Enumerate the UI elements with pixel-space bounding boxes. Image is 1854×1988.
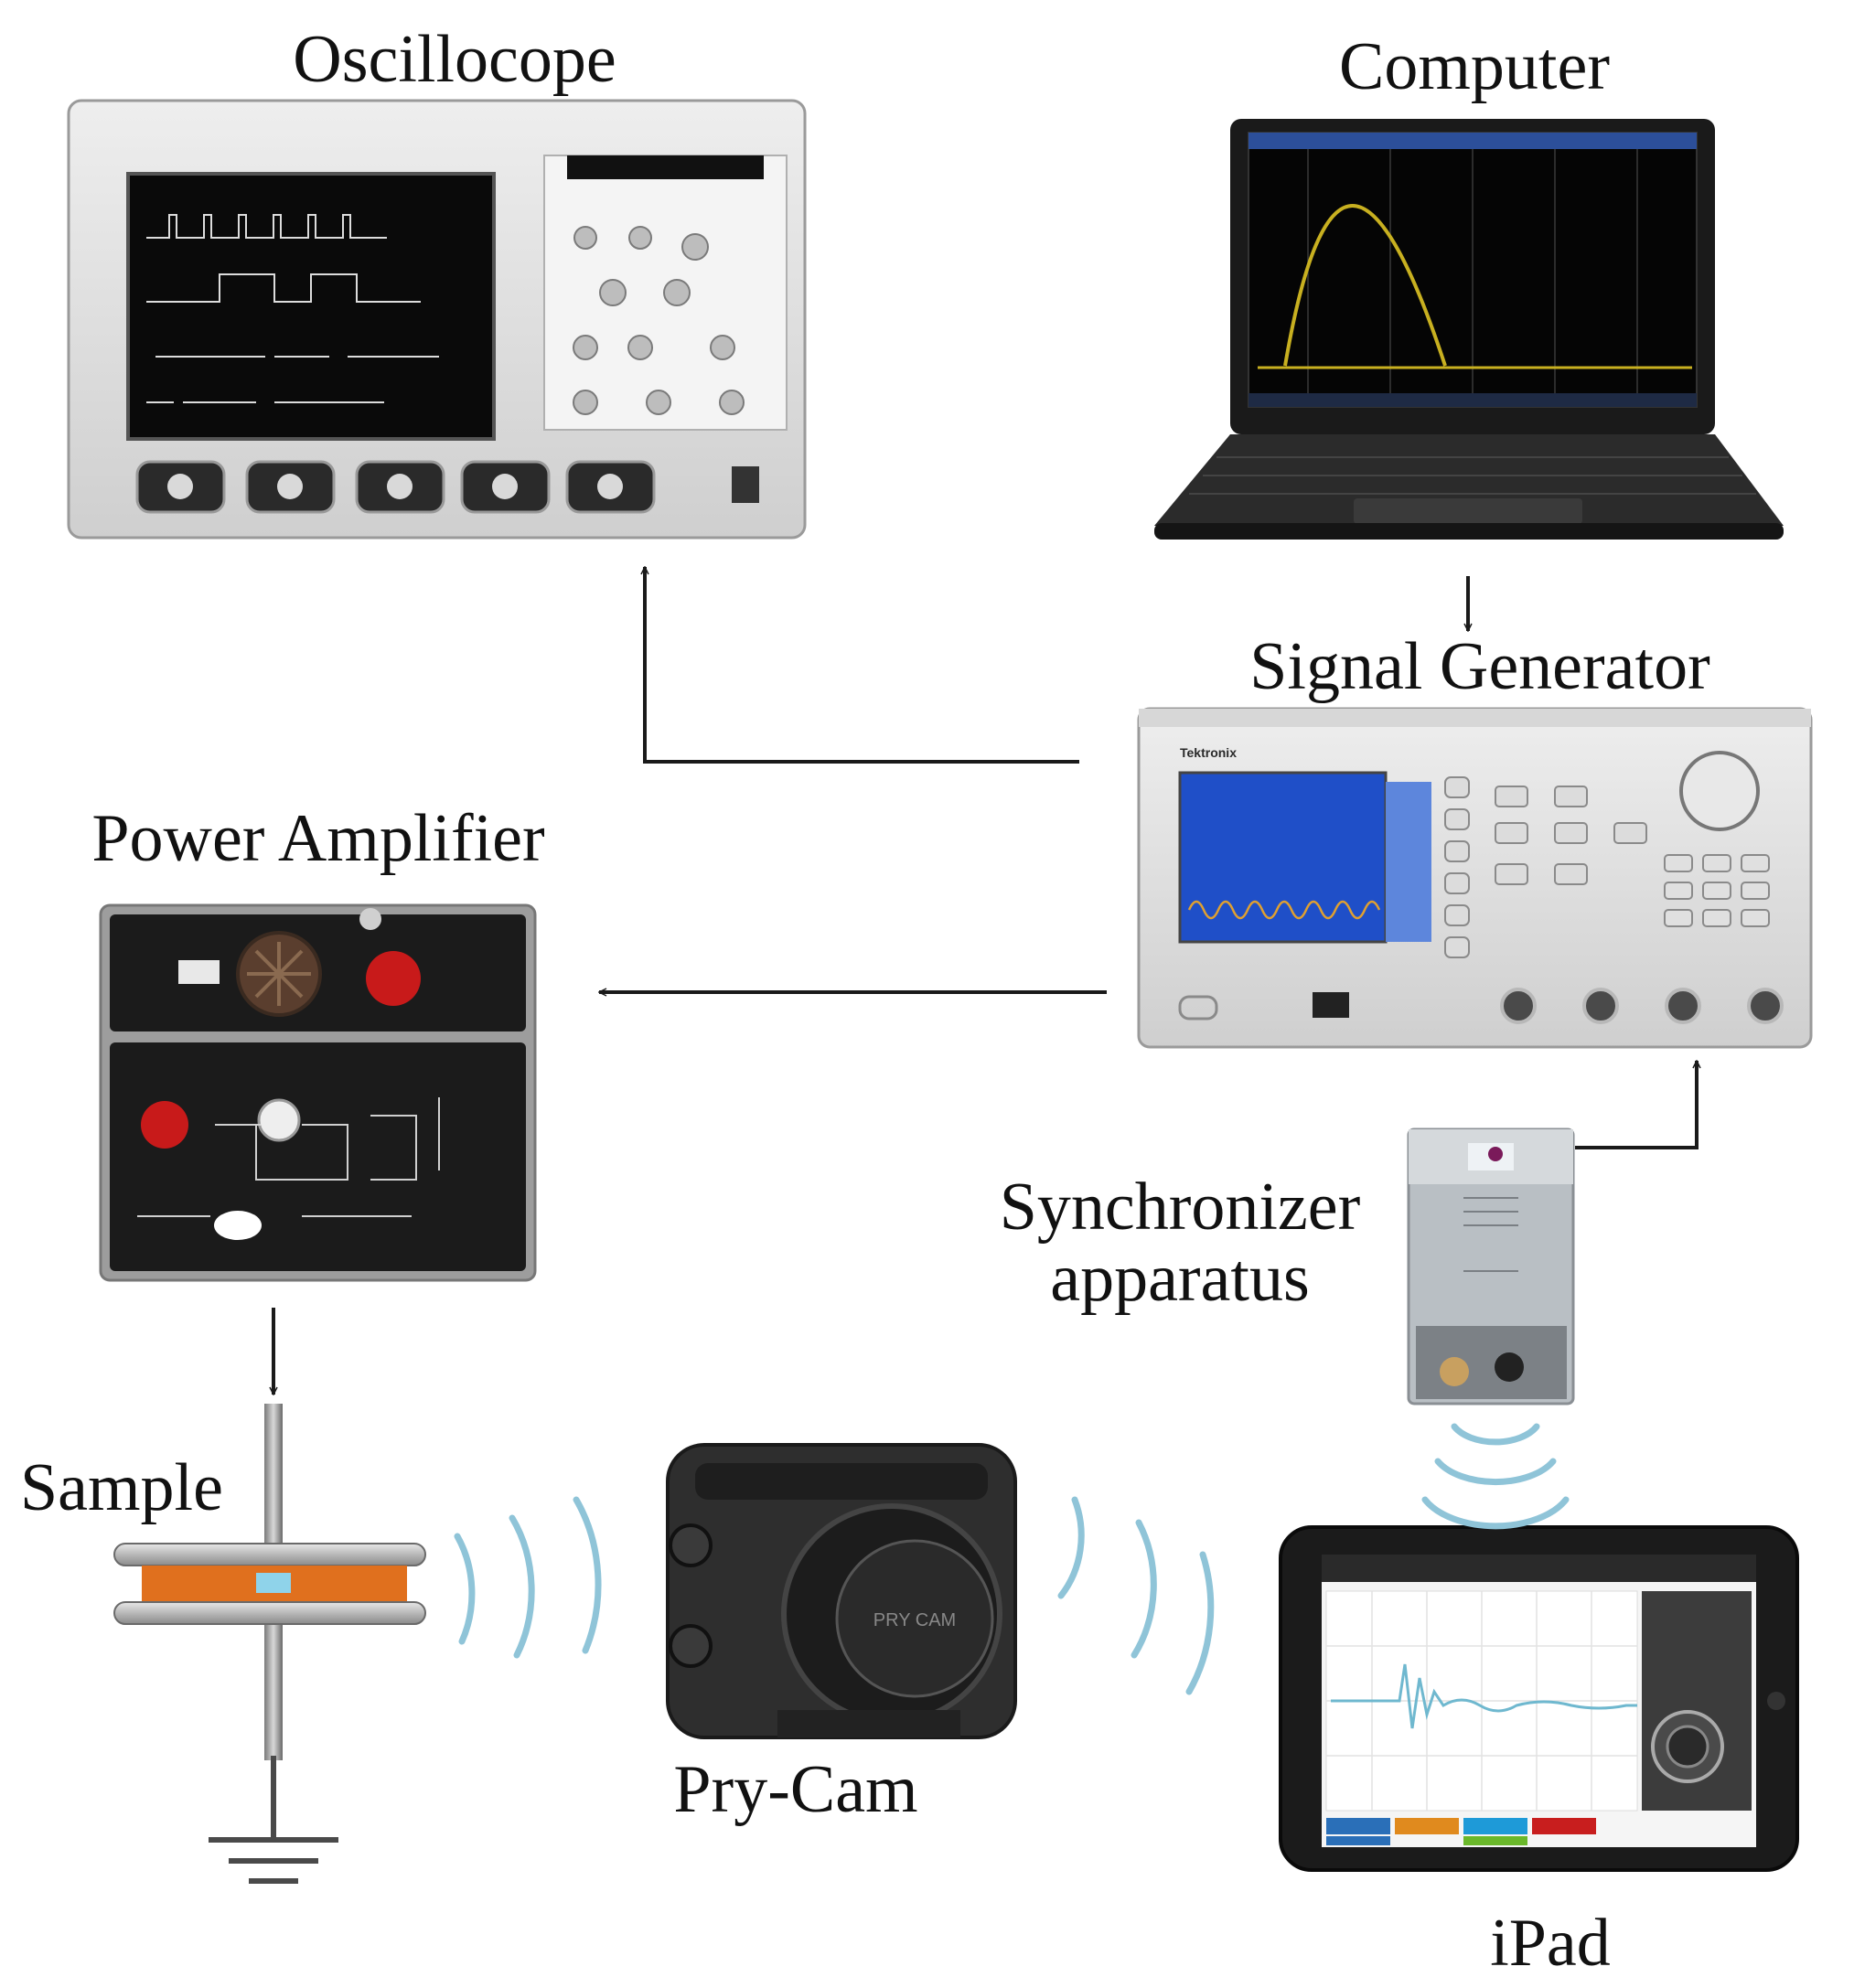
synchronizer-to-ipad-waves xyxy=(1421,1423,1570,1530)
label-synchronizer-apparatus: Synchronizer apparatus xyxy=(979,1170,1381,1316)
sample-electrode-bottom xyxy=(264,1623,283,1760)
label-sample: Sample xyxy=(20,1450,223,1525)
ipad-device xyxy=(1279,1525,1799,1872)
computer-laptop xyxy=(1154,119,1784,540)
signal-generator-knob xyxy=(1679,751,1760,831)
label-computer: Computer xyxy=(1339,29,1610,104)
antenna-wave-icon xyxy=(1451,1423,1540,1446)
oscilloscope-trace xyxy=(146,214,439,403)
power-amplifier-device xyxy=(99,903,537,1282)
antenna-wave-icon xyxy=(1434,1458,1557,1486)
label-synchronizer-line1: Synchronizer xyxy=(999,1170,1361,1245)
laptop-signal-curve xyxy=(1283,204,1447,367)
antenna-wave-icon xyxy=(1131,1519,1157,1659)
label-ipad: iPad xyxy=(1490,1906,1611,1981)
sample-electrode-top xyxy=(264,1404,283,1559)
antenna-wave-icon xyxy=(573,1496,602,1654)
sample-assembly xyxy=(113,1404,426,1884)
ground-symbol-icon xyxy=(209,1756,338,1884)
sample-to-prycam-waves xyxy=(454,1496,602,1659)
prycam-to-ipad-waves xyxy=(1057,1496,1215,1695)
amplifier-red-switch-top xyxy=(366,951,421,1006)
signal-generator-device: Tektronix xyxy=(1137,707,1813,1049)
amplifier-red-switch-bottom xyxy=(141,1101,188,1149)
oscilloscope-screen xyxy=(126,172,496,441)
label-synchronizer-line2: apparatus xyxy=(1050,1240,1310,1316)
label-pry-cam: Pry-Cam xyxy=(673,1752,918,1827)
signal-generator-brand: Tektronix xyxy=(1180,745,1237,760)
synchronizer-apparatus-device xyxy=(1407,1128,1575,1405)
antenna-wave-icon xyxy=(1185,1551,1215,1695)
pry-cam-brand: PRY CAM xyxy=(873,1610,956,1630)
arrow-synchronizer-to-signal-generator xyxy=(1575,1061,1697,1149)
antenna-wave-icon xyxy=(454,1533,476,1645)
label-power-amplifier: Power Amplifier xyxy=(91,801,545,876)
label-signal-generator: Signal Generator xyxy=(1249,629,1710,704)
antenna-wave-icon xyxy=(509,1514,535,1659)
ipad-waveform xyxy=(1331,1663,1637,1729)
oscilloscope-device xyxy=(67,99,807,540)
label-oscilloscope: Oscillocope xyxy=(293,22,616,97)
antenna-wave-icon xyxy=(1057,1496,1085,1599)
pry-cam-device: PRY CAM xyxy=(666,1443,1017,1739)
antenna-wave-icon xyxy=(1421,1496,1570,1530)
arrow-signal-generator-to-oscilloscope xyxy=(645,567,1079,764)
